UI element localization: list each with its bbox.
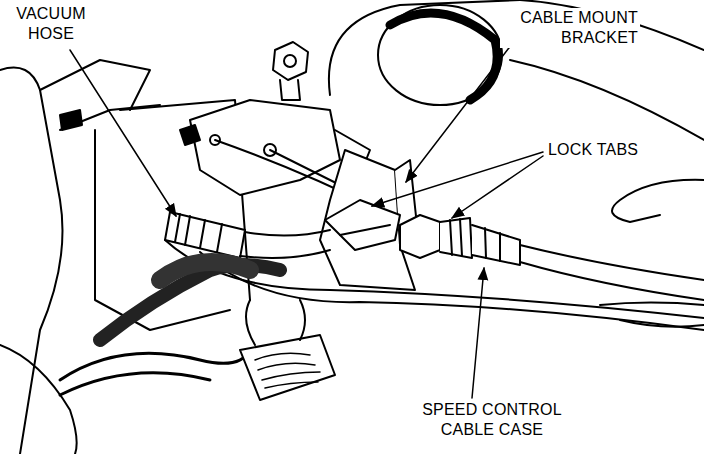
wire-harness	[60, 350, 250, 380]
part-label: VACUUM HOSE	[6, 4, 96, 44]
wire-harness	[246, 300, 305, 345]
lever-pin	[180, 125, 200, 145]
lock-tab-connector	[400, 215, 440, 258]
leader-line	[70, 50, 176, 216]
clip	[60, 110, 82, 130]
part-label: LOCK TABS	[546, 140, 640, 160]
hex-nut	[284, 55, 296, 67]
cable-mount-bracket	[340, 225, 390, 235]
cable-case-sleeve	[472, 225, 520, 265]
wire-harness	[60, 373, 210, 395]
connector-wires	[255, 353, 320, 388]
part-label: CABLE MOUNT BRACKET	[500, 8, 640, 48]
engine-outline	[0, 68, 63, 454]
vacuum-hose-ring	[175, 214, 222, 252]
speed-control-cable	[520, 245, 704, 280]
lock-tab-ring	[450, 219, 462, 256]
hand	[600, 303, 704, 306]
cable-mount-bracket	[325, 200, 400, 250]
air-duct	[510, 60, 704, 140]
throttle-drum	[378, 5, 502, 105]
engine-outline	[0, 345, 77, 454]
throttle-drum-shade	[390, 13, 497, 100]
cable-case-ring	[485, 228, 500, 261]
hex-nut	[273, 42, 308, 80]
speed-control-cable	[520, 262, 704, 300]
stud	[280, 80, 300, 100]
leader-line	[452, 156, 543, 218]
hand	[620, 320, 704, 327]
vacuum-hose	[240, 250, 330, 258]
hand	[612, 180, 704, 222]
vacuum-hose	[165, 212, 245, 258]
vacuum-hose	[245, 230, 330, 236]
leader-line	[372, 152, 543, 206]
lock-tab-connector	[440, 218, 472, 258]
leader-line	[472, 268, 484, 398]
engine-outline	[40, 60, 150, 110]
wire-harness	[160, 262, 250, 280]
part-label: SPEED CONTROL CABLE CASE	[405, 400, 579, 440]
leader-line	[406, 44, 512, 182]
cable	[165, 240, 704, 318]
